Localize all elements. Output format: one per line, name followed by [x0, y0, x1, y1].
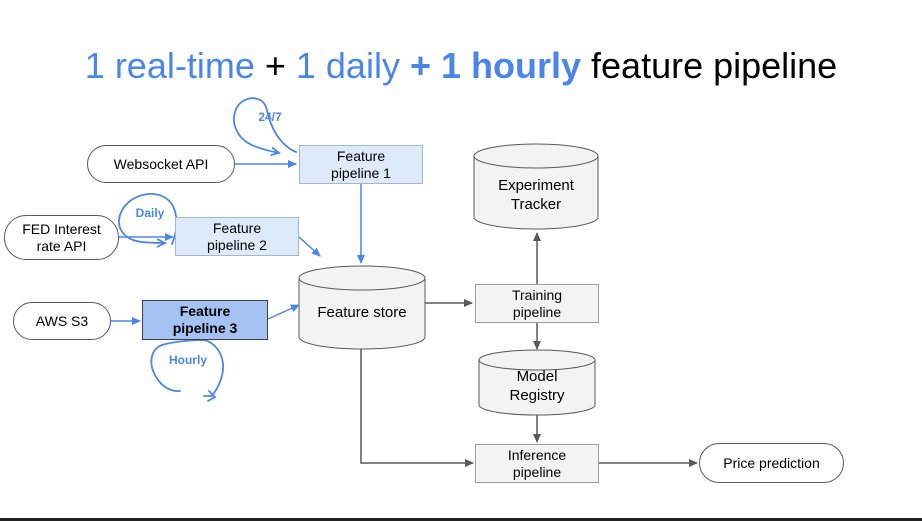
loop-hourly-label: Hourly — [168, 353, 207, 367]
feature-store-cylinder — [298, 265, 426, 350]
loop-24-7-label: 24/7 — [258, 110, 282, 124]
inference-pipeline-node: Inference pipeline — [475, 444, 599, 483]
price-prediction-label: Price prediction — [723, 454, 820, 471]
arrow-store-to-inference — [360, 349, 474, 467]
arrow-fp3-to-store — [267, 304, 300, 320]
loop-hourly-arrowhead — [207, 390, 217, 402]
feature-pipeline-1-node: Feature pipeline 1 — [299, 145, 423, 184]
title-realtime: 1 real-time — [84, 45, 255, 86]
training-pipeline-label: Training pipeline — [511, 286, 563, 320]
model-registry-label: Model Registry — [509, 368, 565, 404]
loop-hourly-stroke — [150, 339, 224, 397]
bottom-border — [0, 518, 922, 521]
slide-title: 1 real-time + 1 daily + 1 hourly feature… — [0, 42, 922, 90]
fed-interest-rate-api-node: FED Interest rate API — [4, 215, 119, 260]
loop-daily-label: Daily — [135, 206, 165, 220]
experiment-tracker-label: Experiment Tracker — [498, 177, 574, 213]
title-plus: + — [254, 45, 296, 86]
inference-pipeline-label: Inference pipeline — [507, 446, 567, 480]
loop-daily-stroke — [118, 193, 178, 244]
feature-pipeline-2-node: Feature pipeline 2 — [175, 217, 299, 256]
fed-interest-rate-api-label: FED Interest rate API — [22, 220, 101, 254]
feature-pipeline-1-label: Feature pipeline 1 — [331, 147, 391, 181]
feature-pipeline-2-label: Feature pipeline 2 — [207, 219, 267, 253]
experiment-tracker-cylinder — [473, 143, 599, 230]
feature-store-label: Feature store — [317, 303, 407, 321]
websocket-api-label: Websocket API — [113, 155, 209, 172]
title-hourly: + 1 hourly — [399, 45, 582, 86]
price-prediction-node: Price prediction — [699, 443, 844, 483]
title-daily: 1 daily — [295, 45, 400, 86]
model-registry-cylinder — [478, 349, 596, 416]
title-suffix: feature pipeline — [581, 45, 838, 86]
training-pipeline-node: Training pipeline — [475, 284, 599, 323]
feature-pipeline-3-node: Feature pipeline 3 — [142, 300, 268, 340]
aws-s3-node: AWS S3 — [13, 302, 111, 340]
loop-24-7-stroke — [233, 97, 297, 153]
aws-s3-label: AWS S3 — [35, 312, 89, 329]
feature-pipeline-3-label: Feature pipeline 3 — [172, 303, 238, 336]
arrow-fp2-to-store — [298, 236, 321, 257]
websocket-api-node: Websocket API — [87, 145, 235, 183]
